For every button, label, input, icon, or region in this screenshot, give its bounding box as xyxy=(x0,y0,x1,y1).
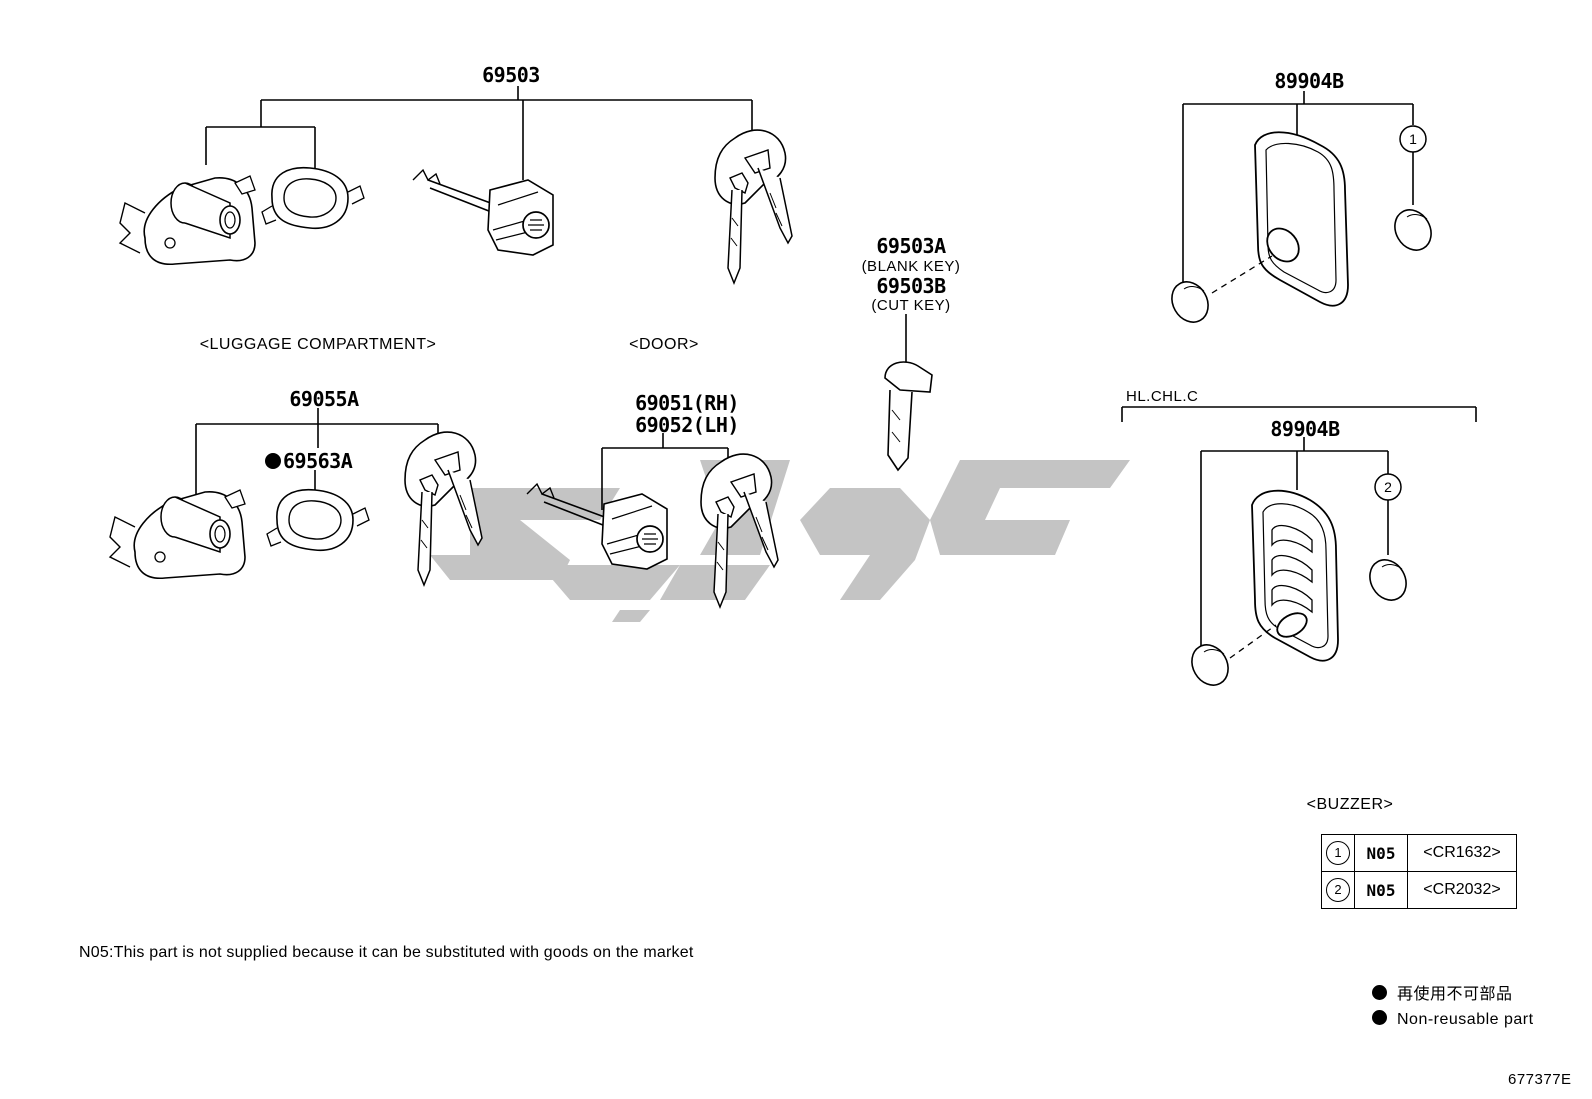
part-number-69503b: 69503B xyxy=(876,274,946,298)
callout-label-1: 1 xyxy=(1409,131,1417,147)
figure-id: 677377E xyxy=(1508,1071,1572,1088)
lock-cylinder-icon xyxy=(119,175,256,266)
bracket-69051 xyxy=(601,433,729,510)
coin-battery-icon xyxy=(1361,552,1415,608)
legend-english: Non-reusable part xyxy=(1372,1010,1534,1028)
part-number-69563a: 69563A xyxy=(283,449,353,473)
part-number-69052: 69052(LH) xyxy=(635,413,739,437)
smart-key-fob-icon xyxy=(1211,131,1349,307)
gasket-icon xyxy=(261,166,365,230)
gasket-icon xyxy=(266,488,370,552)
footnote-n05: N05:This part is not supplied because it… xyxy=(79,944,694,961)
label-door: <DOOR> xyxy=(629,336,699,353)
part-number-89904b-top: 89904B xyxy=(1274,69,1344,93)
part-number-69503a: 69503A xyxy=(876,234,946,258)
smart-key-fob-icon xyxy=(1229,489,1339,662)
watermark-logo xyxy=(430,460,1130,622)
part-number-89904b-bottom: 89904B xyxy=(1270,417,1340,441)
bracket-69503 xyxy=(205,86,753,180)
coin-battery-icon xyxy=(1183,637,1237,693)
part-number-69051: 69051(RH) xyxy=(635,391,739,415)
key-icon xyxy=(714,129,793,284)
blank-key-icon xyxy=(884,314,933,472)
callout-label-2: 2 xyxy=(1384,479,1392,495)
label-luggage-compartment: <LUGGAGE COMPARTMENT> xyxy=(199,336,437,353)
part-number-69503: 69503 xyxy=(482,63,540,87)
table-row: 1 N05 <CR1632> xyxy=(1321,834,1517,872)
label-blank-key: (BLANK KEY) xyxy=(861,258,961,275)
callout-circle-2 xyxy=(1374,473,1402,501)
battery-table: 1 N05 <CR1632> 2 N05 <CR2032> xyxy=(1321,834,1517,909)
row-code: N05 xyxy=(1354,871,1408,909)
legend-dot-icon xyxy=(1372,985,1387,1000)
bracket-hl-chl xyxy=(1121,406,1477,422)
legend-japanese: 再使用不可部品 xyxy=(1372,985,1513,1003)
legend-dot-icon xyxy=(1372,1010,1387,1025)
label-buzzer: <BUZZER> xyxy=(1306,796,1394,813)
callout-circle-1 xyxy=(1399,125,1427,153)
row-number: 2 xyxy=(1326,878,1350,902)
lock-cylinder-icon xyxy=(109,489,246,580)
row-type: <CR1632> xyxy=(1407,834,1517,872)
label-cut-key: (CUT KEY) xyxy=(871,297,951,314)
non-reusable-dot xyxy=(265,453,281,469)
part-number-69055a: 69055A xyxy=(289,387,359,411)
coin-battery-icon xyxy=(1163,274,1217,330)
coin-battery-icon xyxy=(1386,202,1440,258)
bracket-89904b-bottom xyxy=(1200,437,1389,650)
door-lock-icon xyxy=(412,169,554,256)
label-hl-chl: HL.CHL.C xyxy=(1126,388,1199,405)
row-number: 1 xyxy=(1326,841,1350,865)
row-code: N05 xyxy=(1354,834,1408,872)
row-type: <CR2032> xyxy=(1407,871,1517,909)
table-row: 2 N05 <CR2032> xyxy=(1321,871,1517,909)
